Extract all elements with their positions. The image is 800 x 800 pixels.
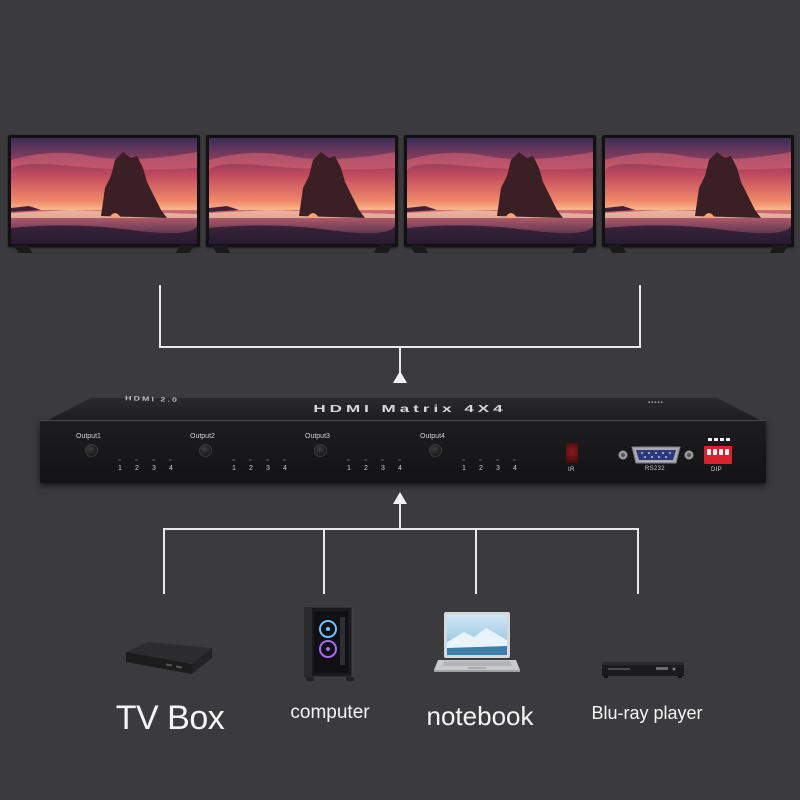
input-led-indicator bbox=[462, 459, 465, 461]
output-select-button-4[interactable] bbox=[429, 444, 442, 457]
matrix-top-panel bbox=[48, 398, 760, 420]
connector-line bbox=[475, 528, 477, 594]
input-led-number: 1 bbox=[232, 465, 236, 472]
connector-line bbox=[163, 528, 639, 530]
input-led-number: 4 bbox=[398, 465, 402, 472]
output-select-button-1[interactable] bbox=[85, 444, 98, 457]
tv-display-3 bbox=[404, 135, 596, 253]
input-led-number: 3 bbox=[381, 465, 385, 472]
input-led-indicator bbox=[249, 459, 252, 461]
tv-display-4 bbox=[602, 135, 794, 253]
connector-line bbox=[399, 346, 401, 374]
tv-display-1 bbox=[8, 135, 200, 253]
input-led-indicator bbox=[152, 459, 155, 461]
connector-line bbox=[639, 285, 641, 348]
input-led-number: 4 bbox=[169, 465, 173, 472]
dip-switch[interactable] bbox=[704, 446, 732, 464]
input-led-number: 2 bbox=[479, 465, 483, 472]
input-led-indicator bbox=[364, 459, 367, 461]
tv-display-2 bbox=[206, 135, 398, 253]
connector-line bbox=[637, 528, 639, 594]
dip-label: DIP bbox=[711, 467, 722, 473]
tv-screen-image bbox=[407, 138, 593, 244]
tv-box-icon bbox=[126, 642, 212, 674]
rs232-label: RS232 bbox=[645, 466, 665, 472]
output-label-1: Output1 bbox=[76, 433, 101, 440]
source-label-tv-box: TV Box bbox=[115, 699, 225, 737]
input-led-number: 4 bbox=[513, 465, 517, 472]
tv-screen-image bbox=[605, 138, 791, 244]
source-label-blu-ray-player: Blu-ray player bbox=[591, 703, 703, 723]
input-led-indicator bbox=[496, 459, 499, 461]
source-label-notebook: notebook bbox=[426, 701, 534, 731]
notebook-laptop-icon bbox=[434, 612, 520, 672]
connector-line bbox=[323, 528, 325, 594]
tv-screen-image bbox=[209, 138, 395, 244]
computer-tower-icon bbox=[304, 606, 354, 681]
connector-line bbox=[159, 285, 161, 348]
connector-line bbox=[399, 502, 401, 530]
input-led-indicator bbox=[398, 459, 401, 461]
input-led-indicator bbox=[232, 459, 235, 461]
device-title: HDMI Matrix 4X4 bbox=[313, 403, 507, 415]
tv-screen-image bbox=[11, 138, 197, 244]
blu-ray-player-icon bbox=[602, 662, 684, 678]
input-led-number: 1 bbox=[347, 465, 351, 472]
input-led-number: 1 bbox=[118, 465, 122, 472]
input-led-number: 2 bbox=[364, 465, 368, 472]
input-led-indicator bbox=[479, 459, 482, 461]
input-led-number: 3 bbox=[152, 465, 156, 472]
output-label-4: Output4 bbox=[420, 433, 445, 440]
input-led-number: 2 bbox=[135, 465, 139, 472]
arrow-up-icon bbox=[393, 371, 407, 383]
input-led-indicator bbox=[266, 459, 269, 461]
output-label-3: Output3 bbox=[305, 433, 330, 440]
input-led-number: 3 bbox=[496, 465, 500, 472]
brand-logo: ▪▪▪▪▪ bbox=[648, 400, 664, 406]
input-led-indicator bbox=[135, 459, 138, 461]
output-select-button-3[interactable] bbox=[314, 444, 327, 457]
input-led-indicator bbox=[118, 459, 121, 461]
ir-receiver-window bbox=[566, 443, 578, 463]
output-label-2: Output2 bbox=[190, 433, 215, 440]
input-led-number: 2 bbox=[249, 465, 253, 472]
input-led-indicator bbox=[283, 459, 286, 461]
input-led-indicator bbox=[347, 459, 350, 461]
source-label-computer: computer bbox=[290, 702, 370, 723]
input-led-indicator bbox=[169, 459, 172, 461]
input-led-indicator bbox=[513, 459, 516, 461]
input-led-indicator bbox=[381, 459, 384, 461]
arrow-up-icon bbox=[393, 492, 407, 504]
ir-label: IR bbox=[568, 467, 575, 473]
input-led-number: 3 bbox=[266, 465, 270, 472]
input-led-number: 4 bbox=[283, 465, 287, 472]
input-led-number: 1 bbox=[462, 465, 466, 472]
connector-line bbox=[163, 528, 165, 594]
output-select-button-2[interactable] bbox=[199, 444, 212, 457]
rs232-port-icon bbox=[618, 446, 694, 464]
